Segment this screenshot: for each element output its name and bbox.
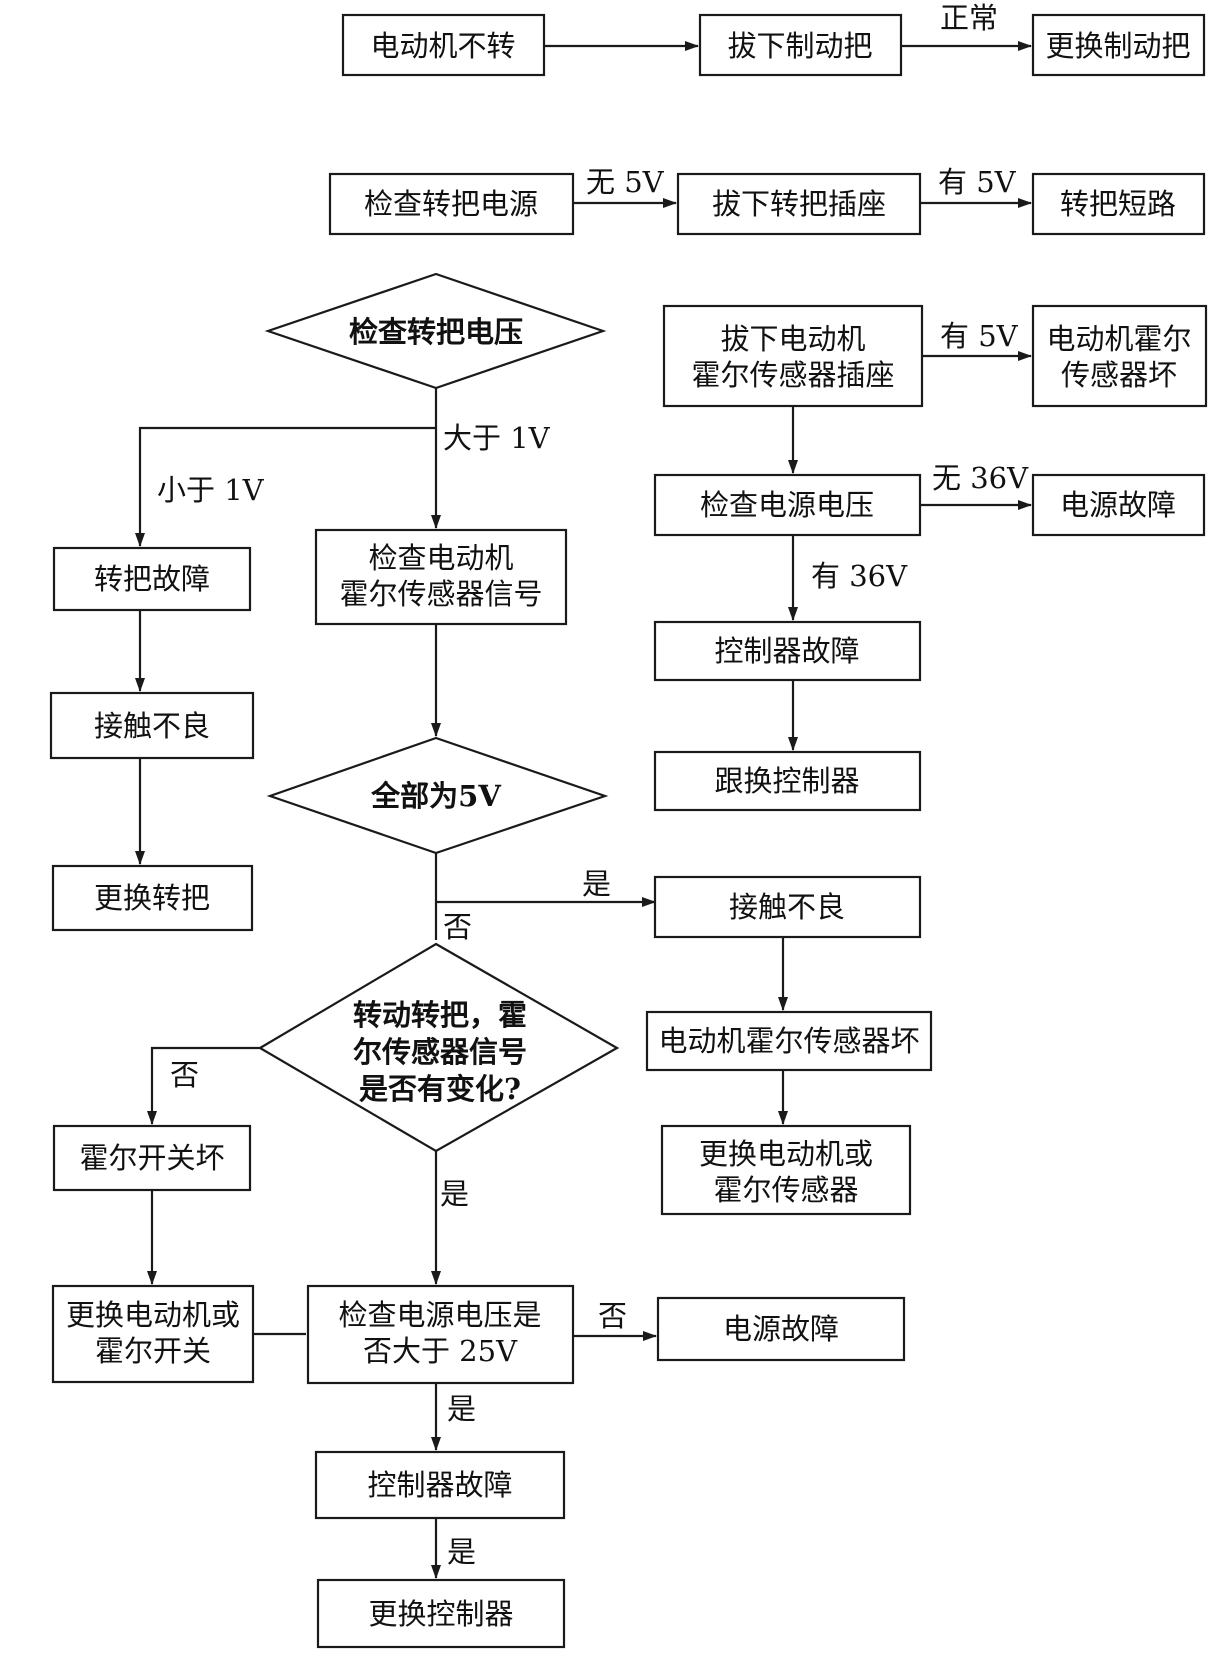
box-unplug-brake [698, 13, 903, 77]
label-replace-motor-hall-switch-1: 更换电动机或 [66, 1298, 240, 1332]
edge-label-no-2: 否 [170, 1058, 199, 1092]
edge-voltage-to-throttle-fault [135, 426, 436, 547]
box-check-power-voltage [653, 473, 922, 537]
edge-label-less-1v: 小于 1V [157, 473, 265, 507]
label-throttle-fault: 转把故障 [94, 562, 210, 596]
box-replace-brake [1031, 13, 1206, 77]
connector-lines [135, 41, 1032, 1579]
node-labels: 电动机不转 拔下制动把 更换制动把 检查转把电源 拔下转把插座 转把短路 检查转… [66, 29, 1192, 1631]
label-unplug-hall-socket-1: 拔下电动机 [720, 322, 865, 356]
box-controller-fault-bottom [314, 1450, 566, 1520]
edge-label-no-5v: 无 5V [586, 165, 665, 199]
label-motor-hall-bad-right: 电动机霍尔传感器坏 [658, 1024, 919, 1058]
box-motor-hall-bad-right [645, 1010, 933, 1072]
label-unplug-hall-socket-2: 霍尔传感器插座 [691, 358, 894, 392]
edge-label-yes-3: 是 [447, 1392, 476, 1426]
box-unplug-hall-socket [662, 304, 924, 408]
label-replace-motor-hall-switch-2: 霍尔开关 [95, 1334, 211, 1368]
label-power-fault-top: 电源故障 [1060, 488, 1176, 522]
diamond-all-5v [266, 736, 609, 855]
box-replace-motor-hall-switch [51, 1284, 255, 1384]
label-poor-contact-right: 接触不良 [729, 890, 845, 924]
label-hall-changes-1: 转动转把，霍 [353, 998, 527, 1032]
diamond-hall-changes [257, 942, 620, 1153]
label-controller-fault-bottom: 控制器故障 [367, 1468, 512, 1502]
label-check-voltage-25v-2: 否大于 25V [363, 1334, 518, 1368]
box-replace-motor-hall-right [660, 1124, 912, 1216]
label-motor-hall-bad-top-2: 传感器坏 [1061, 358, 1177, 392]
edge-label-greater-1v: 大于 1V [443, 421, 551, 455]
box-unplug-throttle-socket [676, 172, 922, 236]
label-check-power-voltage: 检查电源电压 [700, 488, 874, 522]
label-replace-controller-right: 跟换控制器 [714, 764, 859, 798]
label-power-fault-bottom: 电源故障 [723, 1312, 839, 1346]
edge-label-has-36v: 有 36V [811, 559, 908, 593]
label-check-hall-signal-1: 检查电动机 [368, 541, 513, 575]
box-throttle-short [1031, 172, 1206, 236]
process-boxes [49, 13, 1208, 1649]
label-unplug-brake: 拔下制动把 [727, 29, 872, 63]
edge-label-no-36v: 无 36V [932, 461, 1029, 495]
box-motor-not-turning [341, 13, 546, 77]
label-replace-controller-bottom: 更换控制器 [368, 1597, 513, 1631]
label-replace-throttle: 更换转把 [94, 881, 210, 915]
edge-label-no-3: 否 [598, 1299, 627, 1333]
label-all-5v: 全部为5V [370, 779, 501, 813]
box-check-hall-signal [314, 528, 568, 626]
box-replace-controller-right [653, 750, 922, 812]
label-check-hall-signal-2: 霍尔传感器信号 [339, 577, 542, 611]
box-check-throttle-power [328, 172, 575, 236]
box-poor-contact-right [653, 875, 922, 939]
edge-labels: 正常 无 5V 有 5V 有 5V 大于 1V 小于 1V 无 36V 有 36… [157, 1, 1029, 1569]
box-check-voltage-25v [306, 1284, 575, 1385]
label-throttle-short: 转把短路 [1060, 187, 1176, 221]
edge-label-no-1: 否 [443, 910, 472, 944]
box-motor-hall-bad-top [1031, 304, 1208, 408]
label-check-voltage-25v-1: 检查电源电压是 [338, 1298, 541, 1332]
box-power-fault-bottom [656, 1296, 906, 1362]
label-hall-changes-2: 尔传感器信号 [353, 1035, 527, 1069]
label-hall-changes-3: 是否有变化? [359, 1072, 521, 1106]
label-controller-fault-right: 控制器故障 [714, 634, 859, 668]
box-controller-fault-right [653, 620, 922, 682]
edge-label-yes-2: 是 [440, 1177, 469, 1211]
label-motor-not-turning: 电动机不转 [370, 29, 515, 63]
box-poor-contact-left [49, 691, 255, 760]
edge-label-has-5v-2: 有 5V [940, 319, 1019, 353]
diamond-check-throttle-voltage [264, 272, 607, 390]
box-hall-switch-bad [52, 1124, 252, 1192]
edge-label-yes-4: 是 [447, 1535, 476, 1569]
decision-diamonds [257, 272, 620, 1153]
label-replace-motor-hall-right-1: 更换电动机或 [699, 1137, 873, 1171]
box-power-fault-top [1031, 473, 1206, 537]
label-replace-motor-hall-right-2: 霍尔传感器 [713, 1173, 858, 1207]
label-unplug-throttle-socket: 拔下转把插座 [712, 187, 886, 221]
box-replace-controller-bottom [316, 1578, 566, 1649]
label-hall-switch-bad: 霍尔开关坏 [79, 1141, 224, 1175]
box-replace-throttle [51, 864, 254, 932]
box-throttle-fault [52, 546, 252, 612]
label-check-throttle-power: 检查转把电源 [364, 187, 538, 221]
label-check-throttle-voltage: 检查转把电压 [349, 315, 523, 349]
edge-label-normal: 正常 [940, 1, 998, 35]
label-poor-contact-left: 接触不良 [94, 709, 210, 743]
label-motor-hall-bad-top-1: 电动机霍尔 [1046, 322, 1191, 356]
label-replace-brake: 更换制动把 [1045, 29, 1190, 63]
edge-label-yes-1: 是 [582, 867, 611, 901]
edge-label-has-5v-1: 有 5V [938, 165, 1017, 199]
edge-hall-change-to-switch-bad [147, 1046, 260, 1125]
